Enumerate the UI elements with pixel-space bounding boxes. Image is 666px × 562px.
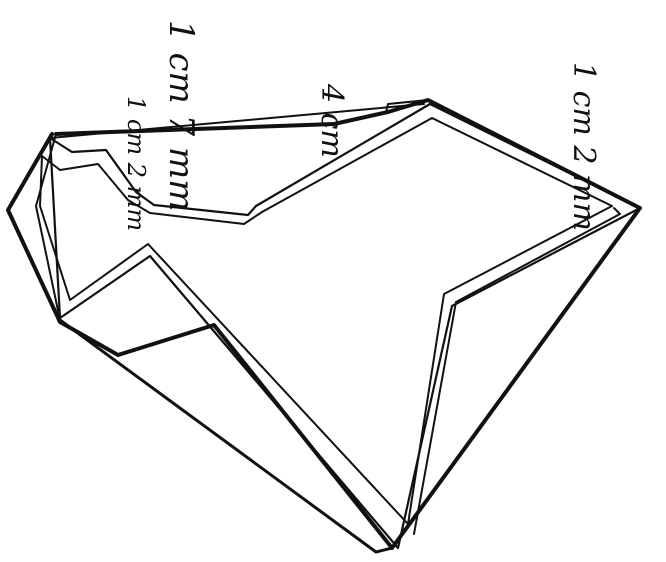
left-rail: [35, 133, 61, 321]
label-top-width: 4 cm: [314, 83, 349, 158]
lower-body-edge: [58, 318, 394, 554]
right-inner-face: [413, 207, 621, 535]
label-step: 1 cm 2 mm: [122, 96, 150, 231]
top-edge: [49, 103, 425, 139]
front-face-inner: [39, 117, 613, 525]
label-left-height: 1 cm 7 mm: [161, 20, 201, 211]
front-face-outer: [48, 102, 642, 550]
top-notch: [385, 99, 429, 113]
label-right-width: 1 cm 2 mm: [566, 62, 601, 231]
